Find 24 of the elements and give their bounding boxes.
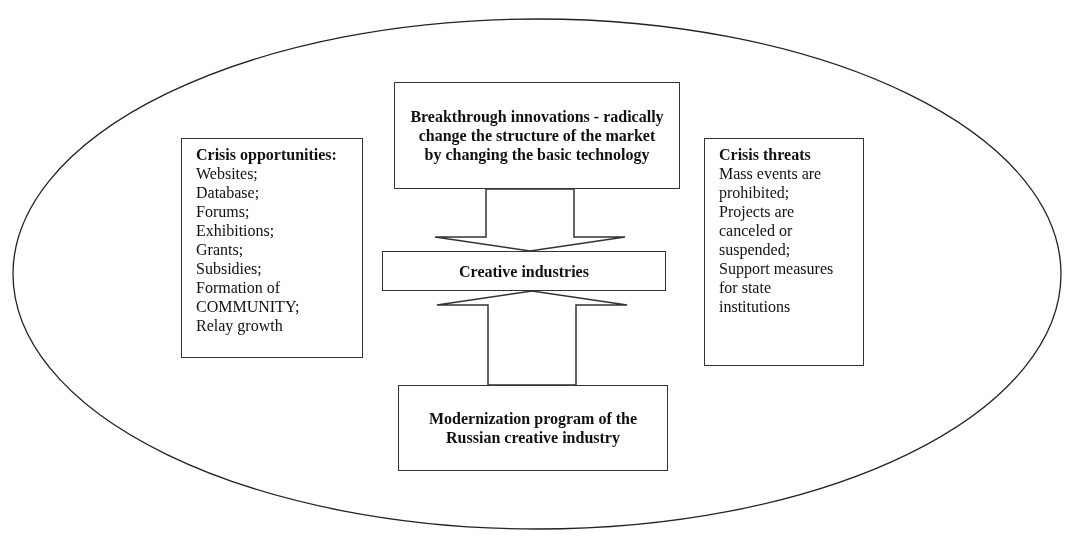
list-item: Subsidies; <box>196 259 263 278</box>
box-heading: Crisis opportunities: <box>196 145 338 164</box>
list-item: Projects are canceled or suspended; <box>719 202 796 259</box>
box-label: Breakthrough innovations - radically change the structure of the market by changing the basic technology <box>409 107 665 164</box>
ellipse-outline <box>12 18 1062 530</box>
box-label: Modernization program of the Russian creative industry <box>427 409 639 447</box>
list-item: Forums; <box>196 202 251 221</box>
process-box <box>394 82 680 189</box>
list-item: Database; <box>196 183 261 202</box>
process-box <box>382 251 666 291</box>
list-item: Mass events are prohibited; <box>719 164 823 202</box>
list-item: Grants; <box>196 240 245 259</box>
block-arrow <box>434 188 626 252</box>
list-item: Exhibitions; <box>196 221 276 240</box>
list-box <box>181 138 363 358</box>
list-item: Relay growth <box>196 316 284 335</box>
list-item: Support measures for state institutions <box>719 259 835 316</box>
box-label: Creative industries <box>458 261 590 281</box>
process-box <box>398 385 668 471</box>
list-box <box>704 138 864 366</box>
block-arrow <box>436 290 628 386</box>
box-heading: Crisis threats <box>719 145 812 164</box>
list-item: Formation of COMMUNITY; <box>196 278 301 316</box>
list-item: Websites; <box>196 164 259 183</box>
